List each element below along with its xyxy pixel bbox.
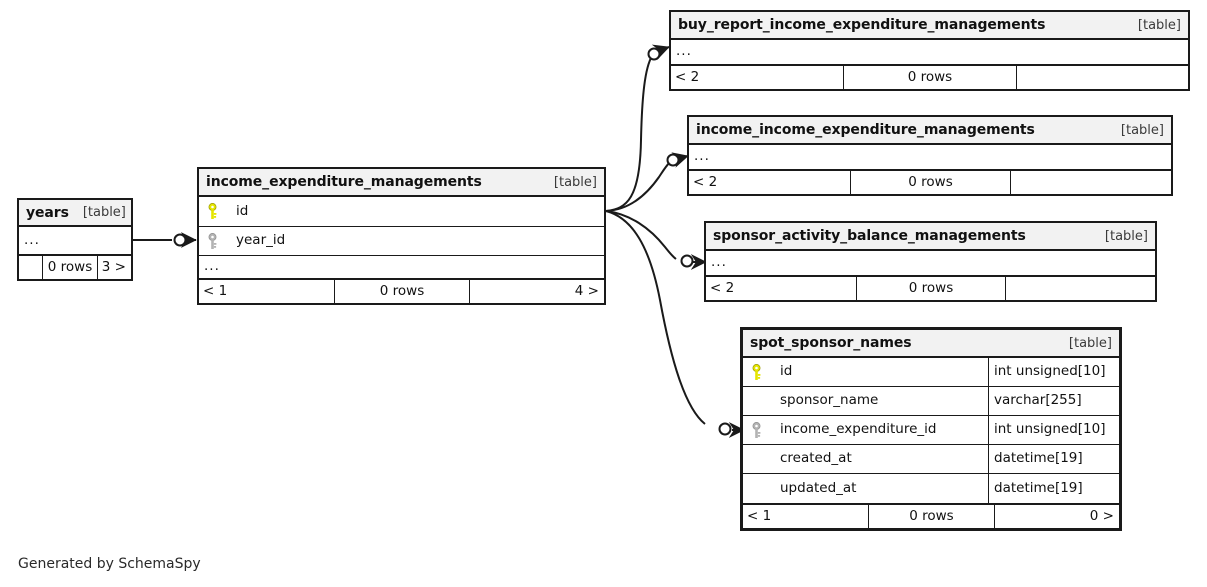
column-name-cell: id (225, 197, 604, 226)
table-sponsor-activity-type-tag: [table] (1104, 228, 1148, 244)
table-buy-report-title-bar: buy_report_income_expenditure_management… (671, 12, 1188, 40)
table-income-expenditure-managements[interactable]: income_expenditure_managements [table] i… (197, 167, 606, 305)
table-years-footer-rows: 0 rows (42, 256, 97, 279)
table-buy-report-columns-ellipsis: ... (676, 43, 692, 60)
footer-child-count: 0 > (993, 505, 1119, 528)
footer-row-count: 0 rows (843, 66, 1015, 89)
edge-iem-to-spot-sponsor-names (605, 210, 706, 425)
column-label: created_at (780, 450, 852, 467)
table-years-type-tag: [table] (82, 205, 126, 220)
column-label: updated_at (780, 479, 857, 496)
column-name-cell: sponsor_name (769, 387, 988, 415)
table-row[interactable]: id (199, 197, 604, 227)
column-label: id (236, 202, 249, 219)
column-type-cell: datetime[19] (988, 474, 1119, 503)
footer-row-count: 0 rows (849, 171, 1011, 194)
edge-spot-sponsor-names-zero-or-one-marker (718, 422, 732, 436)
column-name-cell: year_id (225, 227, 604, 255)
footer-child-count (1010, 171, 1171, 194)
edge-iem-to-buy-report-arrow (651, 44, 670, 60)
column-type-cell: varchar[255] (988, 387, 1119, 415)
edge-iem-to-income-income (605, 161, 671, 212)
column-name-cell: created_at (769, 445, 988, 473)
edge-iem-to-buy-report (605, 55, 653, 212)
footer-parent-count: < 1 (203, 282, 228, 299)
column-name-cell: updated_at (769, 474, 988, 503)
table-years-title-bar: years [table] (19, 200, 131, 227)
table-sponsor-activity-title-bar: sponsor_activity_balance_managements [ta… (706, 223, 1155, 251)
footer-child-count (1005, 277, 1155, 300)
footer-row-count: 0 rows (868, 505, 993, 528)
table-spot-sponsor-names[interactable]: spot_sponsor_names [table] id int unsign… (740, 327, 1122, 531)
foreign-key-icon (743, 416, 769, 444)
footer-child-count (1015, 66, 1188, 89)
no-key-spacer (743, 387, 769, 415)
table-buy-report-name: buy_report_income_expenditure_management… (678, 17, 1046, 33)
footer-parent-count: < 2 (693, 173, 718, 190)
no-key-spacer (743, 445, 769, 473)
table-years-footer-children: 3 > (97, 256, 131, 279)
edge-buy-report-zero-or-one-marker (647, 47, 661, 61)
column-name-cell: income_expenditure_id (769, 416, 988, 444)
column-label: id (780, 363, 793, 380)
column-type-cell: int unsigned[10] (988, 358, 1119, 386)
table-income-expenditure-managements-type-tag: [table] (553, 174, 597, 190)
column-name-cell: id (769, 358, 988, 386)
column-type-cell: int unsigned[10] (988, 416, 1119, 444)
footer-parent-count: < 1 (747, 507, 772, 524)
table-years[interactable]: years [table] ... 0 rows 3 > (17, 198, 133, 281)
table-sponsor-activity-footer: < 2 0 rows (706, 275, 1155, 300)
table-spot-sponsor-names-name: spot_sponsor_names (750, 335, 912, 351)
edge-years-zero-or-one-marker (173, 233, 187, 247)
footer-parent-count: < 2 (675, 68, 700, 85)
table-income-income-title-bar: income_income_expenditure_managements [t… (689, 117, 1171, 145)
table-row[interactable]: year_id (199, 227, 604, 256)
footer-child-count: 4 > (469, 280, 604, 303)
table-years-footer-parents (19, 256, 42, 279)
table-buy-report-income-expenditure-managements[interactable]: buy_report_income_expenditure_management… (669, 10, 1190, 91)
table-years-name: years (26, 204, 69, 221)
table-years-columns-ellipsis: ... (24, 231, 40, 248)
table-income-income-name: income_income_expenditure_managements (696, 122, 1035, 138)
table-buy-report-type-tag: [table] (1137, 17, 1181, 33)
table-income-income-columns-ellipsis: ... (694, 148, 710, 165)
table-income-expenditure-managements-name: income_expenditure_managements (206, 174, 482, 190)
table-spot-sponsor-names-footer: < 1 0 rows 0 > (743, 503, 1119, 528)
table-income-income-expenditure-managements[interactable]: income_income_expenditure_managements [t… (687, 115, 1173, 196)
table-years-footer: 0 rows 3 > (19, 254, 131, 279)
primary-key-icon (199, 197, 225, 226)
table-income-expenditure-managements-footer: < 1 0 rows 4 > (199, 278, 604, 303)
footer-parent-count: < 2 (710, 279, 735, 296)
footer-row-count: 0 rows (855, 277, 1006, 300)
table-income-income-type-tag: [table] (1120, 122, 1164, 138)
footer-row-count: 0 rows (334, 280, 469, 303)
table-sponsor-activity-balance-managements[interactable]: sponsor_activity_balance_managements [ta… (704, 221, 1157, 302)
table-income-expenditure-managements-columns-ellipsis: ... (204, 258, 220, 275)
primary-key-icon (743, 358, 769, 386)
column-label: year_id (236, 232, 286, 249)
table-sponsor-activity-name: sponsor_activity_balance_managements (713, 228, 1026, 244)
table-row[interactable]: id int unsigned[10] (743, 358, 1119, 387)
table-spot-sponsor-names-type-tag: [table] (1068, 335, 1112, 351)
column-label: income_expenditure_id (780, 421, 937, 438)
generated-by-caption: Generated by SchemaSpy (18, 556, 201, 572)
table-row[interactable]: created_at datetime[19] (743, 445, 1119, 474)
table-income-expenditure-managements-title-bar: income_expenditure_managements [table] (199, 169, 604, 197)
foreign-key-icon (199, 227, 225, 255)
edge-income-income-zero-or-one-marker (666, 153, 680, 167)
table-sponsor-activity-columns-ellipsis: ... (711, 254, 727, 271)
table-income-income-footer: < 2 0 rows (689, 169, 1171, 194)
table-row[interactable]: sponsor_name varchar[255] (743, 387, 1119, 416)
table-row[interactable]: updated_at datetime[19] (743, 474, 1119, 503)
column-label: sponsor_name (780, 392, 879, 409)
no-key-spacer (743, 474, 769, 503)
table-spot-sponsor-names-title-bar: spot_sponsor_names [table] (743, 330, 1119, 358)
table-row[interactable]: income_expenditure_id int unsigned[10] (743, 416, 1119, 445)
edge-iem-to-sponsor-activity (605, 210, 677, 260)
edge-sponsor-activity-zero-or-one-marker (680, 254, 694, 268)
table-buy-report-footer: < 2 0 rows (671, 64, 1188, 89)
column-type-cell: datetime[19] (988, 445, 1119, 473)
